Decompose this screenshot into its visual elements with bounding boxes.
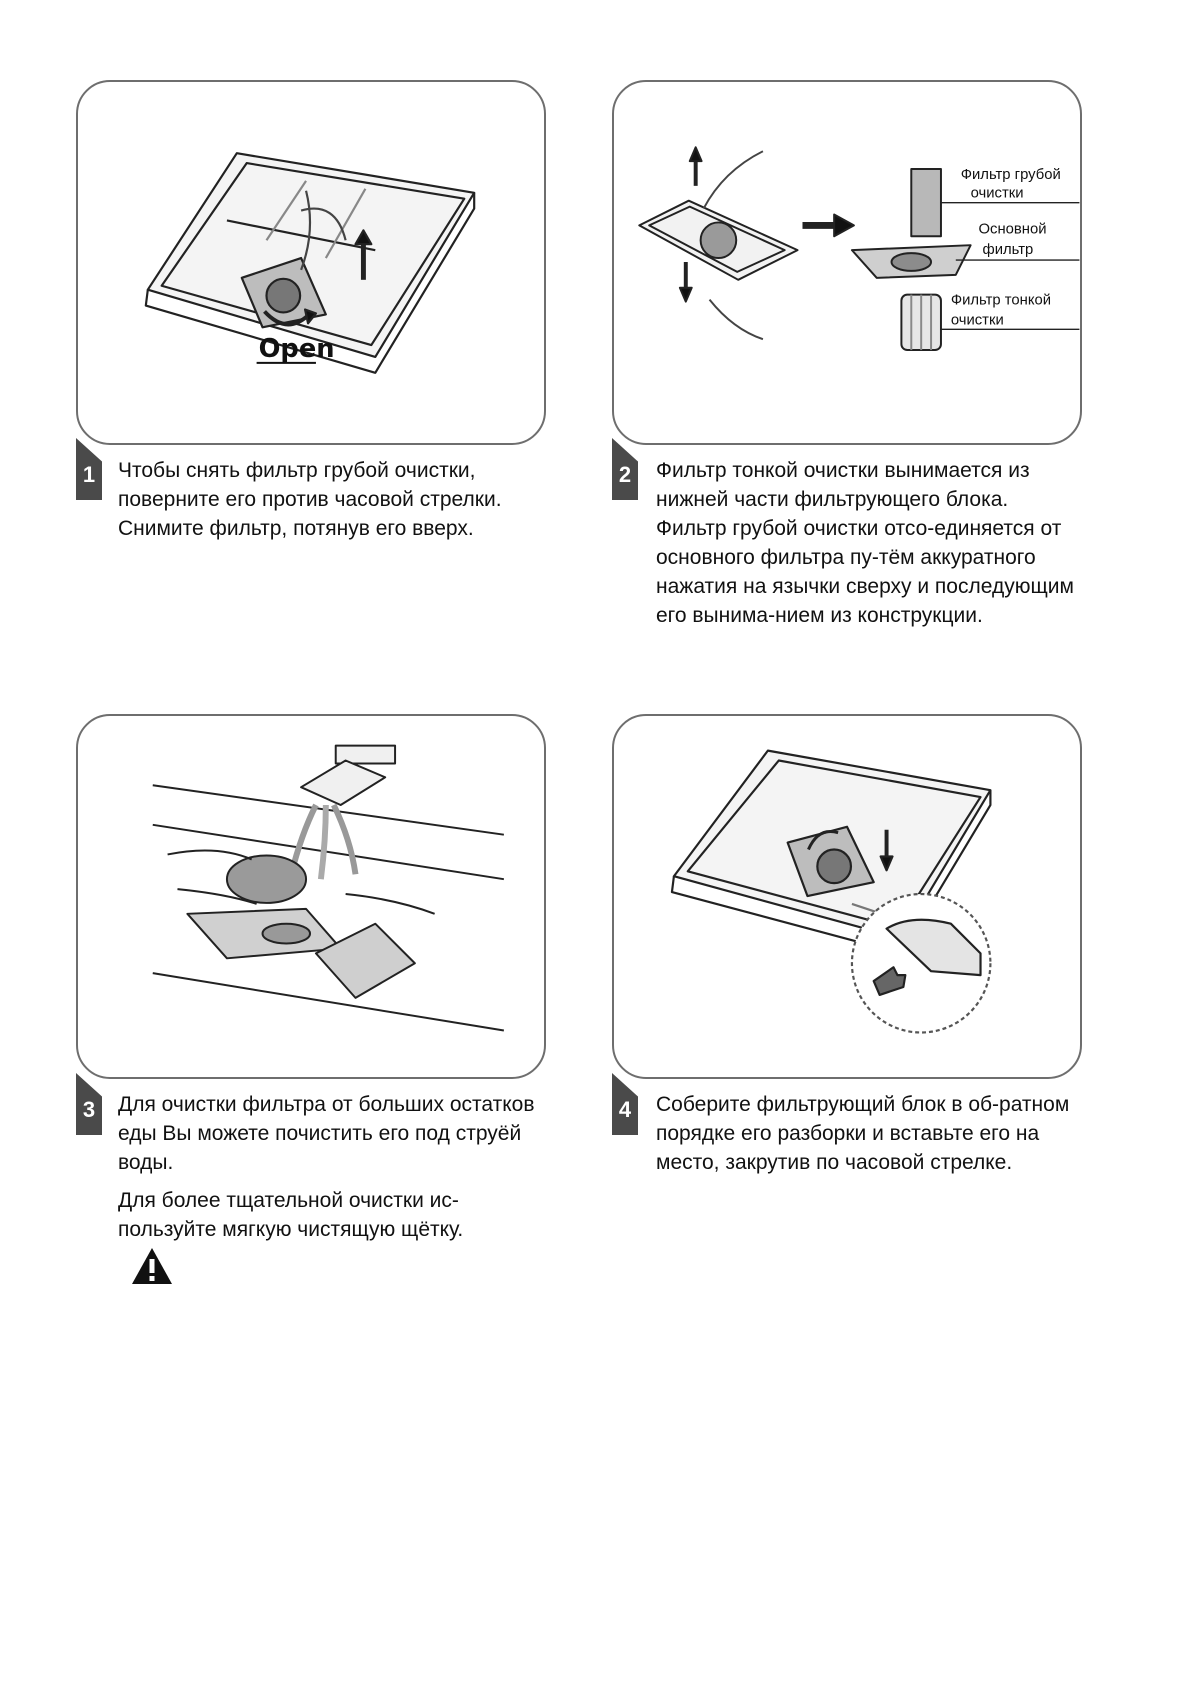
coarse-filter-label-1: Фильтр грубой <box>961 167 1061 183</box>
step-1-number: 1 <box>82 462 96 487</box>
step-4-paragraph: Соберите фильтрующий блок в об-ратном по… <box>656 1093 1070 1174</box>
filter-removal-drawing: Open <box>144 152 476 374</box>
rinsing-drawing <box>152 744 505 1032</box>
step-3-text: Для очистки фильтра от больших остатков … <box>118 1090 538 1253</box>
step-4-illustration <box>612 714 1082 1079</box>
main-filter-label-1: Основной <box>979 221 1047 237</box>
step-3-number: 3 <box>82 1097 96 1122</box>
step-3-illustration <box>76 714 546 1079</box>
step-2-illustration: Фильтр грубой очистки Основной фильтр Фи… <box>612 80 1082 445</box>
coarse-filter-label-2: очистки <box>971 186 1024 202</box>
step-1-illustration: Open <box>76 80 546 445</box>
open-label: Open <box>259 334 335 364</box>
step-4-number: 4 <box>618 1097 632 1122</box>
step-2-text: Фильтр тонкой очистки вынимается из нижн… <box>656 456 1076 639</box>
step-2-number: 2 <box>618 462 632 487</box>
step-1-paragraph: Чтобы снять фильтр грубой очистки, повер… <box>118 459 502 540</box>
main-filter-label-2: фильтр <box>982 242 1033 258</box>
step-2-paragraph: Фильтр тонкой очистки вынимается из нижн… <box>656 459 1074 627</box>
step-3-paragraph-2: Для более тщательной очистки ис-пользуйт… <box>118 1189 464 1241</box>
filter-assembly-drawing <box>670 749 992 1034</box>
fine-filter-label-2: очистки <box>951 312 1004 328</box>
step-1-text: Чтобы снять фильтр грубой очистки, повер… <box>118 456 538 552</box>
step-4-text: Соберите фильтрующий блок в об-ратном по… <box>656 1090 1076 1186</box>
warning-triangle-icon <box>130 1246 174 1286</box>
step-3-paragraph-1: Для очистки фильтра от больших остатков … <box>118 1093 535 1174</box>
fine-filter-label-1: Фильтр тонкой <box>951 293 1051 309</box>
filter-parts-drawing: Фильтр грубой очистки Основной фильтр Фи… <box>638 146 1080 352</box>
